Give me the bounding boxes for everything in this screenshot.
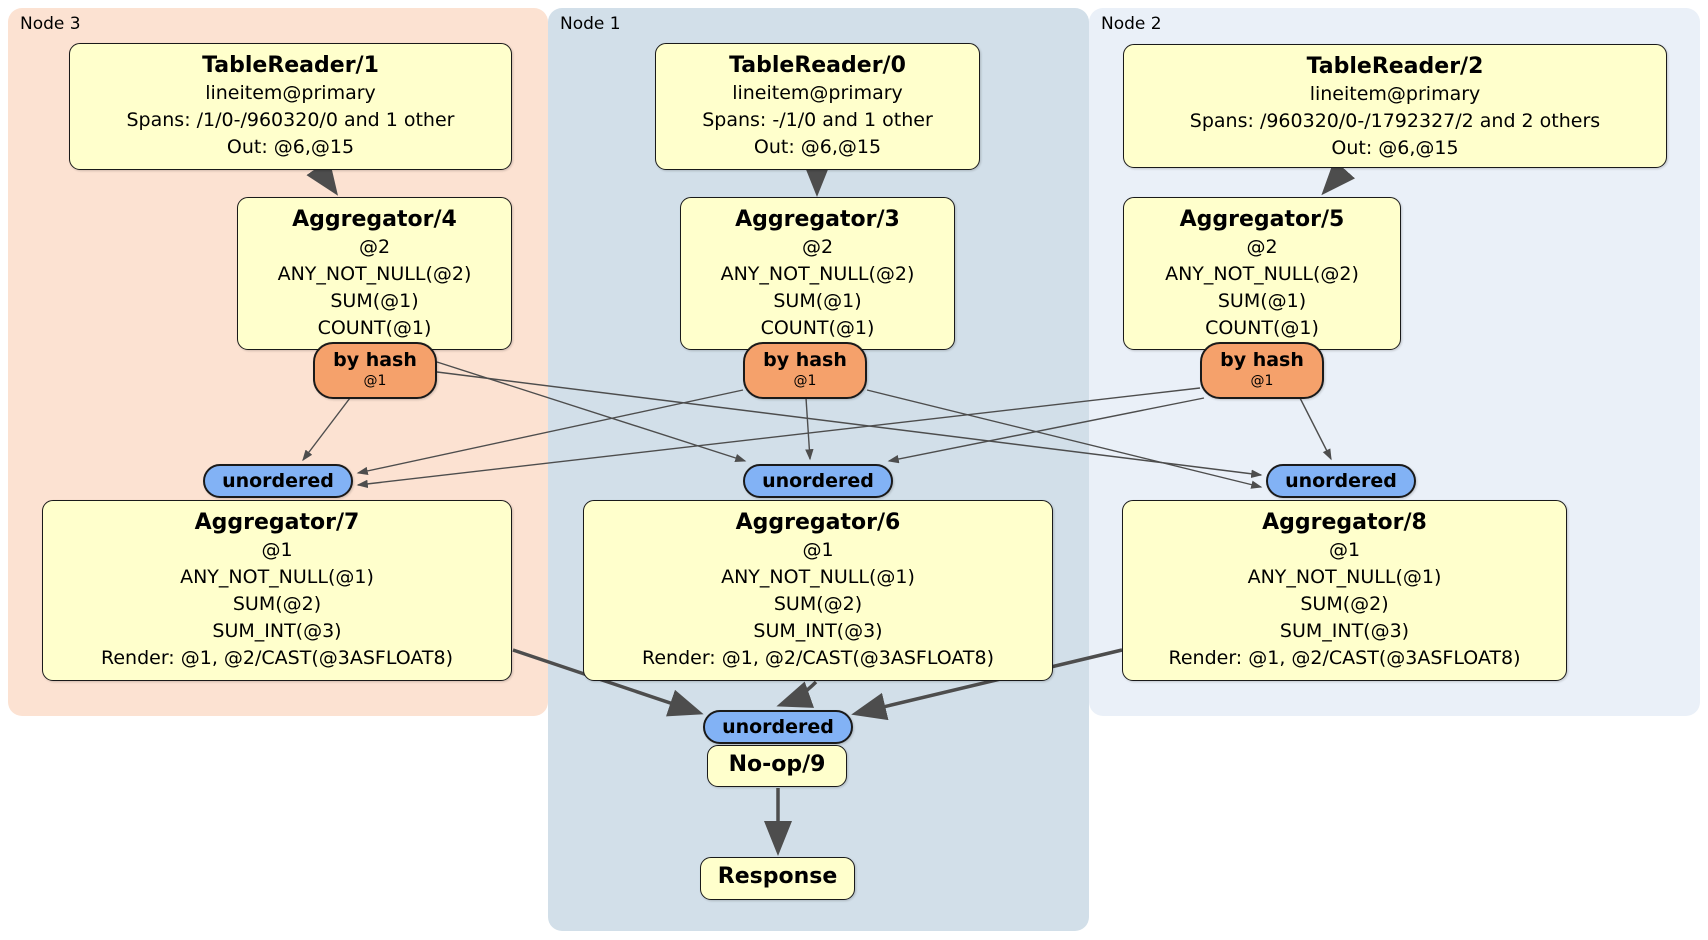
box-line: ANY_NOT_NULL(@2) — [720, 263, 915, 285]
box-line: Out: @6,@15 — [1331, 137, 1459, 159]
edge-tr2-agg5 — [1321, 159, 1356, 196]
router-label: by hash — [333, 349, 417, 371]
edge-hash1-sync1 — [805, 397, 814, 461]
box-line: COUNT(@1) — [317, 317, 432, 339]
box-line: SUM(@1) — [773, 290, 862, 312]
sync-unordered-final: unordered — [703, 710, 853, 744]
sync-unordered-node1: unordered — [743, 464, 893, 498]
box-line: SUM(@1) — [330, 290, 419, 312]
node1-label: Node 1 — [560, 14, 621, 34]
router-detail: @1 — [1250, 373, 1274, 389]
box-line: ANY_NOT_NULL(@1) — [721, 566, 915, 588]
box-line: Render: @1, @2/CAST(@3ASFLOAT8) — [642, 647, 994, 669]
box-title: TableReader/2 — [1306, 54, 1484, 79]
edge-agg8-sync — [851, 648, 1123, 721]
plan-box-aggregator-7: Aggregator/7 @1 ANY_NOT_NULL(@1) SUM(@2)… — [42, 500, 512, 681]
edge-hash1-sync2 — [866, 389, 1263, 489]
edge-agg6-sync — [776, 680, 818, 708]
box-title: TableReader/0 — [729, 53, 906, 78]
box-line: ANY_NOT_NULL(@1) — [1247, 566, 1442, 588]
box-line: ANY_NOT_NULL(@2) — [1165, 263, 1359, 285]
router-label: by hash — [763, 349, 847, 371]
box-line: ANY_NOT_NULL(@1) — [180, 566, 374, 588]
edge-hash2-sync2 — [1299, 397, 1332, 461]
node3-label: Node 3 — [20, 14, 81, 34]
box-line: ANY_NOT_NULL(@2) — [277, 263, 472, 285]
box-line: Out: @6,@15 — [753, 136, 882, 158]
box-title: No-op/9 — [728, 752, 826, 777]
edge-hash3-sync3 — [302, 397, 351, 462]
sync-unordered-node3: unordered — [203, 464, 353, 498]
box-title: Aggregator/3 — [735, 207, 900, 232]
box-line: SUM(@2) — [232, 593, 322, 615]
plan-box-aggregator-4: Aggregator/4 @2 ANY_NOT_NULL(@2) SUM(@1)… — [237, 197, 512, 350]
box-line: @2 — [801, 236, 834, 258]
plan-box-tablereader-2: TableReader/2 lineitem@primary Spans: /9… — [1123, 44, 1667, 168]
box-line: Render: @1, @2/CAST(@3ASFLOAT8) — [101, 647, 453, 669]
box-line: lineitem@primary — [732, 82, 903, 104]
edge-hash1-sync3 — [356, 389, 744, 476]
router-detail: @1 — [363, 373, 387, 389]
edge-hash3-sync2 — [436, 371, 1263, 478]
edge-tr1-agg4 — [306, 159, 339, 196]
box-line: SUM(@2) — [773, 593, 863, 615]
box-line: @2 — [358, 236, 391, 258]
plan-box-noop-9: No-op/9 — [707, 745, 847, 787]
box-title: TableReader/1 — [202, 53, 379, 78]
router-by-hash-node2: by hash @1 — [1200, 342, 1324, 399]
plan-box-aggregator-3: Aggregator/3 @2 ANY_NOT_NULL(@2) SUM(@1)… — [680, 197, 955, 350]
plan-box-aggregator-6: Aggregator/6 @1 ANY_NOT_NULL(@1) SUM(@2)… — [583, 500, 1053, 681]
box-title: Aggregator/5 — [1179, 207, 1345, 232]
sync-unordered-node2: unordered — [1266, 464, 1416, 498]
box-line: Spans: -/1/0 and 1 other — [702, 109, 933, 131]
box-line: Out: @6,@15 — [226, 136, 355, 158]
box-line: SUM_INT(@3) — [753, 620, 883, 642]
node2-label: Node 2 — [1101, 14, 1162, 34]
plan-box-tablereader-1: TableReader/1 lineitem@primary Spans: /1… — [69, 43, 512, 170]
box-line: lineitem@primary — [205, 82, 376, 104]
sync-label: unordered — [762, 470, 874, 492]
plan-box-aggregator-5: Aggregator/5 @2 ANY_NOT_NULL(@2) SUM(@1)… — [1123, 197, 1401, 350]
router-label: by hash — [1220, 349, 1304, 371]
box-line: SUM_INT(@3) — [212, 620, 342, 642]
box-title: Aggregator/8 — [1262, 510, 1427, 535]
box-title: Aggregator/7 — [194, 510, 360, 535]
box-line: Spans: /960320/0-/1792327/2 and 2 others — [1189, 110, 1601, 132]
box-title: Aggregator/6 — [735, 510, 901, 535]
box-line: lineitem@primary — [1309, 83, 1481, 105]
box-line: SUM(@2) — [1300, 593, 1389, 615]
router-by-hash-node3: by hash @1 — [313, 342, 437, 399]
box-title: Response — [717, 864, 838, 889]
box-line: @1 — [1328, 539, 1361, 561]
plan-box-aggregator-8: Aggregator/8 @1 ANY_NOT_NULL(@1) SUM(@2)… — [1122, 500, 1567, 681]
box-line: Render: @1, @2/CAST(@3ASFLOAT8) — [1168, 647, 1521, 669]
box-title: Aggregator/4 — [292, 207, 457, 232]
edge-hash2-sync3 — [356, 387, 1201, 489]
sync-label: unordered — [222, 470, 334, 492]
sync-label: unordered — [1285, 470, 1397, 492]
box-line: @1 — [802, 539, 834, 561]
sync-label: unordered — [722, 716, 834, 738]
router-by-hash-node1: by hash @1 — [743, 342, 867, 399]
box-line: SUM(@1) — [1217, 290, 1307, 312]
box-line: @2 — [1246, 236, 1278, 258]
edge-agg7-sync — [512, 648, 704, 717]
plan-box-tablereader-0: TableReader/0 lineitem@primary Spans: -/… — [655, 43, 980, 170]
box-line: COUNT(@1) — [760, 317, 875, 339]
box-line: @1 — [261, 539, 293, 561]
edge-hash2-sync1 — [887, 397, 1205, 464]
box-line: SUM_INT(@3) — [1279, 620, 1410, 642]
plan-box-response: Response — [700, 857, 855, 900]
router-detail: @1 — [793, 373, 817, 389]
box-line: COUNT(@1) — [1205, 317, 1319, 339]
box-line: Spans: /1/0-/960320/0 and 1 other — [126, 109, 455, 131]
